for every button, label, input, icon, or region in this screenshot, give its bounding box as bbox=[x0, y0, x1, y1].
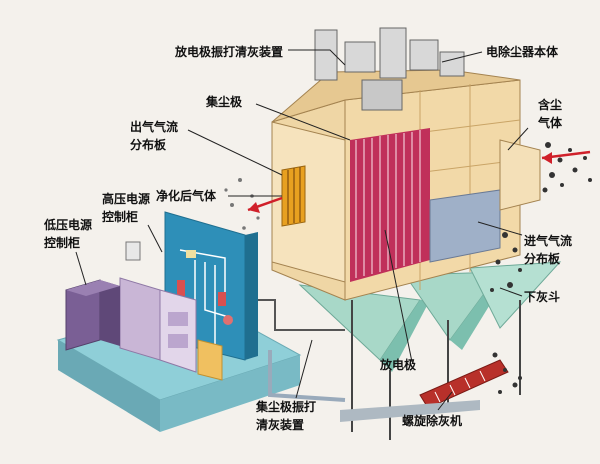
control-room bbox=[56, 211, 346, 432]
label-screw-conveyor: 螺旋除灰机 bbox=[402, 414, 463, 428]
esp-body bbox=[271, 27, 562, 440]
gas-flow-arrows bbox=[247, 150, 591, 213]
label-lv-cabinet: 低压电源 控制柜 bbox=[44, 218, 93, 250]
label-rapping-discharge: 放电极振打清灰装置 bbox=[175, 45, 284, 59]
top-rapping-gear bbox=[314, 27, 465, 111]
label-dusty-gas: 含尘 气体 bbox=[538, 98, 563, 130]
clean-gas-particles bbox=[224, 178, 260, 230]
leader-lines bbox=[75, 49, 529, 411]
label-hv-cabinet: 高压电源 控制柜 bbox=[102, 192, 151, 224]
collecting-plates bbox=[350, 128, 430, 282]
label-hopper: 下灰斗 bbox=[524, 290, 561, 304]
label-rapping-collecting: 集尘极振打 清灰装置 bbox=[256, 400, 317, 432]
lv-cabinet bbox=[65, 279, 120, 351]
label-outlet-distribution: 出气气流 分布板 bbox=[130, 120, 179, 152]
label-inlet-distribution: 进气气流 分布板 bbox=[524, 234, 573, 266]
screw-conveyor bbox=[419, 359, 509, 409]
hv-cabinet bbox=[119, 277, 223, 381]
label-discharge-electrode: 放电极 bbox=[380, 358, 417, 372]
dusty-gas-particles bbox=[490, 142, 592, 394]
label-esp-body: 电除尘器本体 bbox=[486, 45, 559, 59]
label-collecting-plate: 集尘极 bbox=[206, 95, 243, 109]
label-clean-gas: 净化后气体 bbox=[156, 189, 217, 203]
